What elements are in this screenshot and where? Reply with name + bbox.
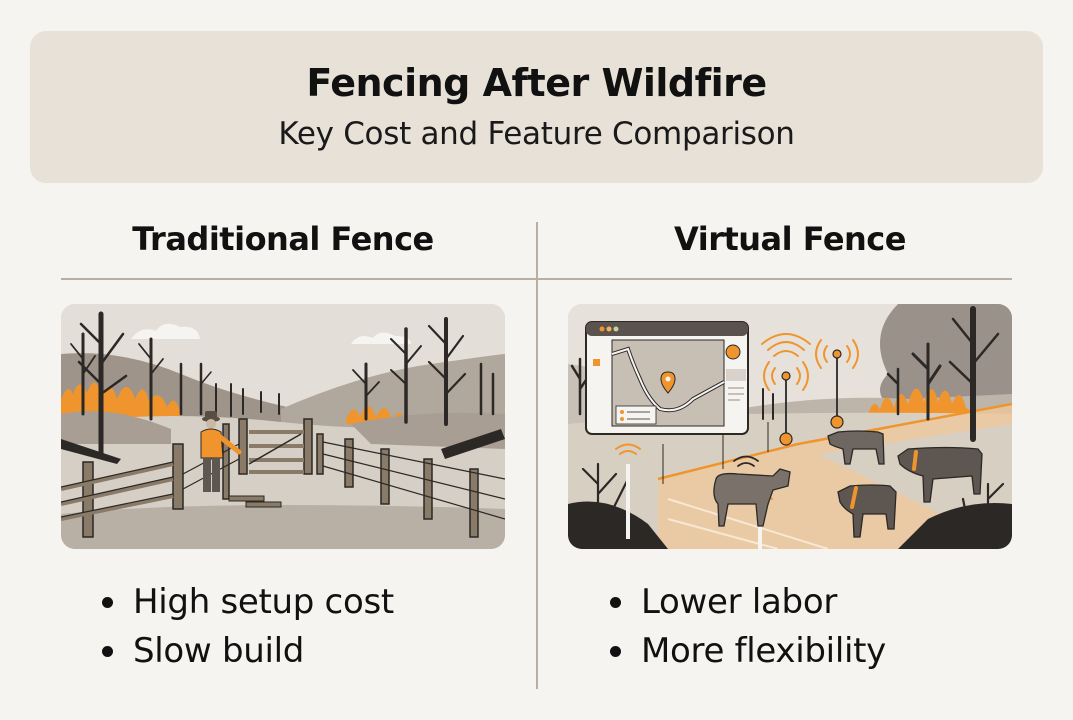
- page-title: Fencing After Wildfire: [306, 61, 767, 106]
- wooden-fence-illustration-icon: [61, 304, 505, 549]
- bullet-item: More flexibility: [610, 627, 886, 676]
- vertical-divider: [536, 222, 538, 689]
- bullet-item: Lower labor: [610, 578, 886, 627]
- header-card: Fencing After Wildfire Key Cost and Feat…: [30, 31, 1043, 183]
- virtual-fence-heading: Virtual Fence: [674, 220, 906, 258]
- bullet-item: High setup cost: [102, 578, 394, 627]
- virtual-fence-illustration-icon: [568, 304, 1012, 549]
- bullet-dot-icon: [102, 597, 113, 608]
- bullet-dot-icon: [610, 646, 621, 657]
- traditional-fence-illustration: [61, 304, 505, 549]
- traditional-fence-bullets: High setup cost Slow build: [102, 578, 394, 676]
- bullet-dot-icon: [610, 597, 621, 608]
- bullet-dot-icon: [102, 646, 113, 657]
- virtual-fence-illustration: [568, 304, 1012, 549]
- page-subtitle: Key Cost and Feature Comparison: [278, 115, 795, 152]
- bullet-item: Slow build: [102, 627, 394, 676]
- virtual-fence-bullets: Lower labor More flexibility: [610, 578, 886, 676]
- traditional-fence-heading: Traditional Fence: [132, 220, 434, 258]
